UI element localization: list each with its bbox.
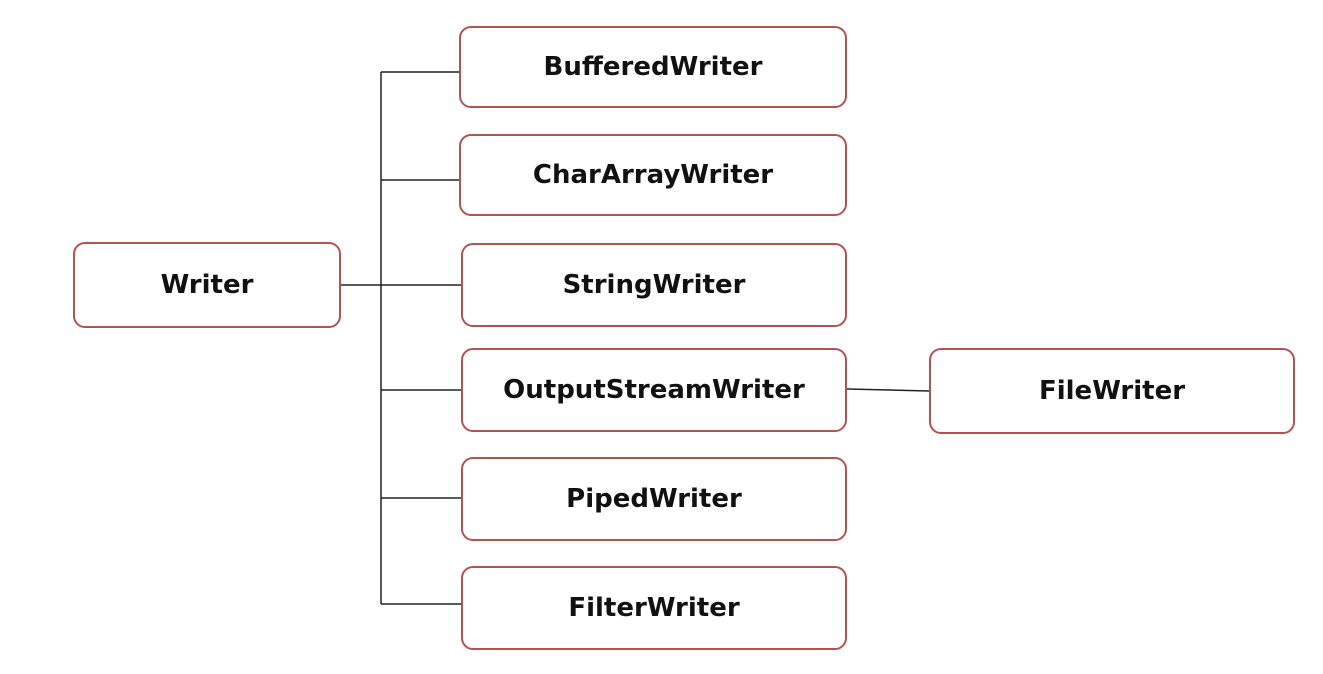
node-outputstreamwriter-label: OutputStreamWriter	[503, 375, 805, 405]
node-writer: Writer	[73, 242, 341, 328]
node-stringwriter: StringWriter	[461, 243, 847, 327]
node-outputstreamwriter: OutputStreamWriter	[461, 348, 847, 432]
node-filterwriter: FilterWriter	[461, 566, 847, 650]
node-chararraywriter: CharArrayWriter	[459, 134, 847, 216]
connector-outputstreamwriter-to-filewriter	[846, 388, 930, 392]
node-filewriter: FileWriter	[929, 348, 1295, 434]
node-filewriter-label: FileWriter	[1038, 376, 1186, 406]
node-stringwriter-label: StringWriter	[562, 270, 746, 300]
node-pipedwriter-label: PipedWriter	[566, 484, 742, 514]
node-bufferedwriter-label: BufferedWriter	[543, 52, 763, 82]
node-filterwriter-label: FilterWriter	[568, 593, 740, 623]
node-bufferedwriter: BufferedWriter	[459, 26, 847, 108]
node-chararraywriter-label: CharArrayWriter	[532, 160, 774, 190]
node-writer-label: Writer	[160, 270, 254, 300]
node-pipedwriter: PipedWriter	[461, 457, 847, 541]
